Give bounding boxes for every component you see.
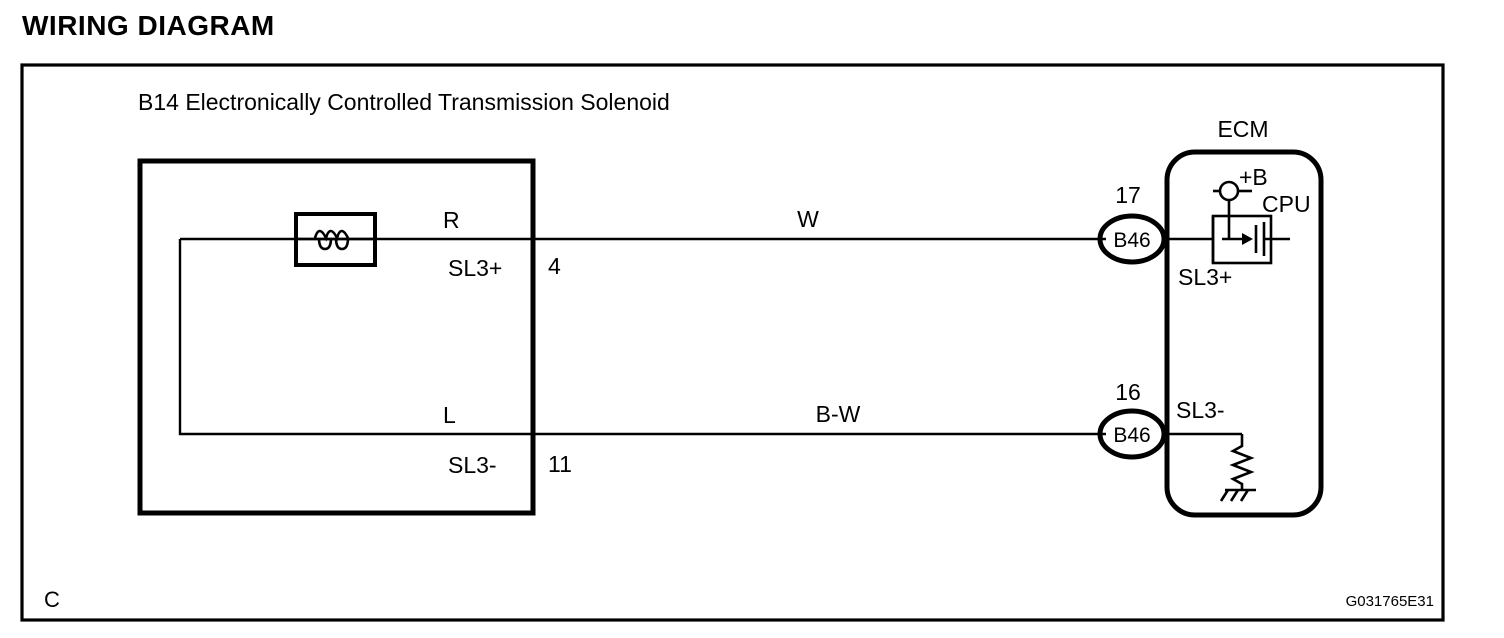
solenoid-internal-wire — [178, 239, 533, 436]
ecm-connector-name-upper: B46 — [1113, 229, 1150, 252]
solenoid-coil-icon — [294, 212, 377, 267]
ecm-transistor-driver — [1211, 214, 1290, 265]
component-terminal-signal-upper: SL3+ — [448, 255, 502, 281]
harness-wire-color-upper: W — [797, 206, 819, 232]
ecm-cpu-label: CPU — [1262, 191, 1311, 217]
ecm-connector-pin-upper: 17 — [1115, 182, 1141, 208]
ecm-body — [1164, 149, 1324, 518]
ecm-connector-lower: B46 — [1097, 408, 1167, 460]
component-wire-color-lower: L — [443, 402, 456, 428]
component-wire-color-upper: R — [443, 207, 460, 233]
corner-letter: C — [44, 587, 60, 612]
reference-code: G031765E31 — [1346, 593, 1434, 610]
page-title: WIRING DIAGRAM — [22, 10, 275, 41]
ecm-connector-pin-lower: 16 — [1115, 379, 1141, 405]
ecm-signal-lower: SL3- — [1176, 397, 1225, 423]
component-terminal-pin-upper: 4 — [548, 253, 561, 279]
ecm-ground-resistor-icon — [1229, 434, 1255, 489]
component-terminal-pin-lower: 11 — [548, 451, 572, 477]
ecm-connector-name-lower: B46 — [1113, 424, 1150, 447]
ecm-label: ECM — [1217, 116, 1268, 142]
ecm-supply-terminal — [1213, 180, 1252, 216]
component-terminal-signal-lower: SL3- — [448, 452, 497, 478]
solenoid-body — [137, 158, 536, 516]
ecm-connector-upper: B46 — [1097, 213, 1167, 265]
harness-wire-color-lower: B-W — [816, 401, 861, 427]
ecm-ground-icon — [1219, 488, 1256, 502]
ecm-supply-label: +B — [1239, 164, 1268, 190]
diagram-frame — [20, 63, 1445, 622]
component-label: B14 Electronically Controlled Transmissi… — [138, 89, 670, 115]
ecm-signal-upper: SL3+ — [1178, 264, 1232, 290]
